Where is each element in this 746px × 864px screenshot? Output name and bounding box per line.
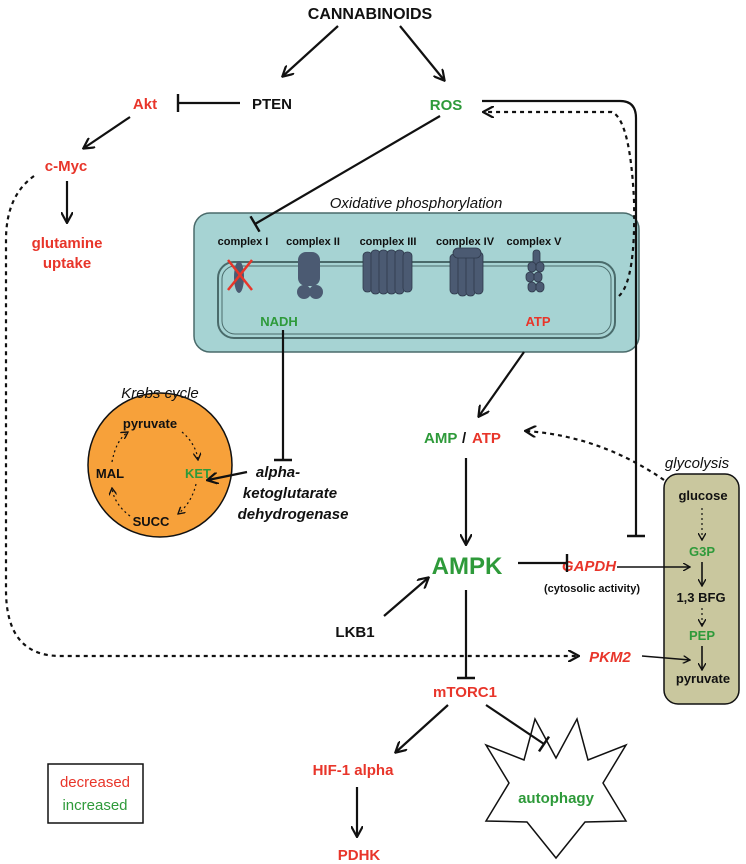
krebs-succ: SUCC — [133, 514, 170, 529]
node-cmyc: c-Myc — [45, 158, 88, 175]
node-akt: Akt — [133, 96, 157, 113]
node-atp-ratio: ATP — [472, 430, 501, 447]
complex-4-shape — [449, 247, 484, 297]
edge-cmyc-pkm2 — [4, 175, 578, 656]
legend-decreased: decreased — [60, 774, 130, 791]
krebs-title: Krebs cycle — [121, 385, 199, 402]
node-ros: ROS — [430, 97, 463, 114]
krebs-ket: KET — [185, 466, 211, 481]
edge-glycolysis-ampatp — [526, 431, 665, 481]
node-gapdh: GAPDH — [562, 558, 617, 575]
node-pten: PTEN — [252, 96, 292, 113]
node-amp-atp: AMP / ATP — [424, 430, 501, 447]
node-ampk: AMPK — [432, 553, 503, 580]
legend-increased: increased — [62, 797, 127, 814]
edge-mtorc1-hif — [396, 704, 449, 752]
complex-1-shape — [227, 259, 253, 293]
glycolysis-title: glycolysis — [665, 455, 730, 472]
legend-box — [47, 763, 144, 824]
edge-atp-ros — [484, 112, 636, 297]
edge-mito-ampatp — [479, 351, 525, 416]
edge-cannabinoids-pten — [283, 25, 339, 76]
complex-5-label: complex V — [506, 236, 562, 248]
nadh-label: NADH — [260, 314, 298, 329]
edge-ros-complex1 — [249, 115, 441, 233]
glycolysis-pyruvate: pyruvate — [676, 671, 730, 686]
mitochondria-inner — [217, 261, 616, 339]
node-gapdh-note: (cytosolic activity) — [544, 583, 640, 595]
atp-mito-label: ATP — [525, 314, 550, 329]
node-lkb1: LKB1 — [335, 624, 374, 641]
node-akgdh-line2: ketoglutarate — [243, 485, 337, 502]
node-glutamine-line2: uptake — [43, 255, 91, 272]
glycolysis-glucose: glucose — [678, 488, 727, 503]
krebs-mal: MAL — [96, 466, 124, 481]
edge-pkm2-pyruvate — [641, 655, 690, 660]
complex-5-shape — [525, 249, 545, 293]
legend: decreased increased — [47, 763, 144, 824]
edge-mtorc1-autophagy — [485, 704, 551, 753]
node-amp: AMP — [424, 430, 457, 447]
node-autophagy: autophagy — [518, 790, 594, 807]
edge-akt-cmyc — [84, 116, 131, 148]
edge-lkb1-ampk — [383, 578, 428, 617]
connectors — [4, 25, 690, 836]
node-slash: / — [462, 430, 467, 447]
glycolysis-pep: PEP — [689, 628, 715, 643]
node-akgdh-line3: dehydrogenase — [238, 506, 349, 523]
node-glutamine-line1: glutamine — [32, 235, 103, 252]
complex-2-label: complex II — [286, 236, 340, 248]
node-cannabinoids: CANNABINOIDS — [308, 6, 433, 23]
edge-ros-gapdh — [482, 99, 645, 538]
glycolysis-box — [663, 473, 740, 705]
complex-4-label: complex IV — [436, 236, 495, 248]
node-mtorc1: mTORC1 — [433, 684, 497, 701]
node-akgdh-line1: alpha- — [256, 464, 300, 481]
glycolysis: glycolysis glucose G3P 1,3 BFG PEP pyruv… — [663, 455, 740, 705]
glycolysis-13bfg: 1,3 BFG — [676, 590, 725, 605]
mitochondria: Oxidative phosphorylation complex I comp… — [193, 195, 640, 353]
mitochondria-title: Oxidative phosphorylation — [330, 195, 503, 212]
autophagy-star — [484, 716, 628, 860]
complex-3-label: complex III — [360, 236, 417, 248]
krebs-pyruvate: pyruvate — [123, 416, 177, 431]
krebs-cycle: Krebs cycle pyruvate KET SUCC MAL — [87, 385, 233, 538]
complex-1-label: complex I — [218, 236, 269, 248]
glycolysis-g3p: G3P — [689, 544, 715, 559]
complex-3-shape — [362, 249, 413, 295]
node-pdhk: PDHK — [338, 847, 381, 864]
complex-2-shape — [297, 252, 323, 299]
node-hif: HIF-1 alpha — [313, 762, 395, 779]
node-pkm2: PKM2 — [589, 649, 631, 666]
edge-cannabinoids-ros — [399, 25, 444, 80]
mitochondria-inner-2 — [221, 265, 612, 335]
mitochondria-outer — [193, 212, 640, 353]
edge-akgdh-ket — [208, 470, 248, 480]
krebs-circle — [87, 392, 233, 538]
